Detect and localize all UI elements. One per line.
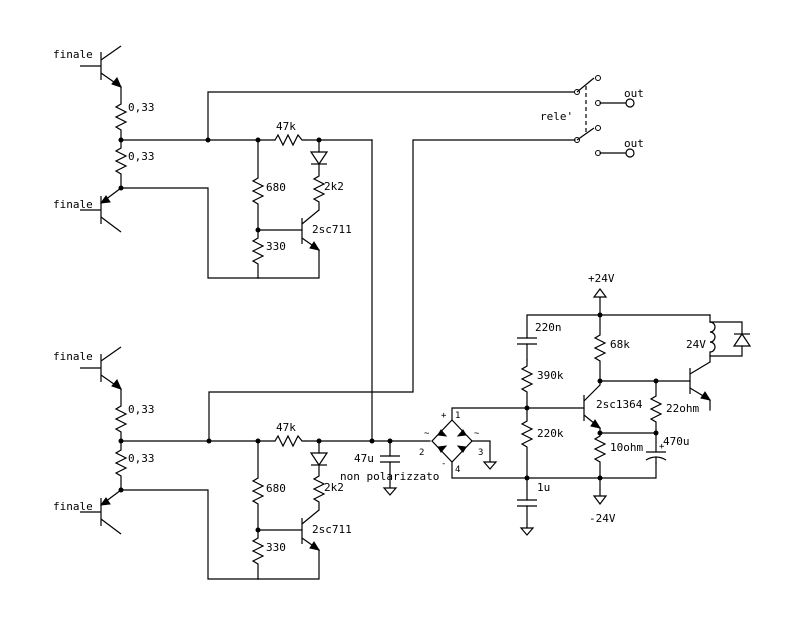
resistor-2k2-bottom [312, 464, 326, 511]
relay-label: rele' [540, 110, 573, 123]
svg-text:3: 3 [478, 448, 483, 458]
svg-text:+: + [659, 442, 665, 452]
non-polarizzato-label: non polarizzato [340, 470, 439, 483]
r-033-label-1: 0,33 [128, 101, 155, 114]
svg-text:~: ~ [474, 429, 480, 439]
r-390k-label: 390k [537, 369, 564, 382]
vminus-label: -24V [589, 512, 616, 525]
vplus-label: +24V [588, 272, 615, 285]
resistor-680-top [251, 139, 265, 231]
transistor-2sc711-top [257, 209, 321, 279]
resistor-68k [593, 314, 607, 382]
finale-transistor-1 [80, 45, 122, 88]
relay-24v-label: 24V [686, 338, 706, 351]
finale-transistor-3 [80, 346, 122, 390]
r-033-label-3: 0,33 [128, 403, 155, 416]
junction [118, 137, 124, 143]
r-330-label-top: 330 [266, 240, 286, 253]
relay-coil [709, 314, 716, 363]
c-220n-label: 220n [535, 321, 562, 334]
svg-text:4: 4 [455, 465, 460, 475]
out-terminal-2 [625, 148, 635, 158]
bottom-channel: finale 0,33 0,33 finale 47k 680 330 [53, 346, 439, 580]
r-10ohm-label: 10ohm [610, 441, 643, 454]
resistor-033-1 [114, 86, 128, 141]
transistor-2sc711-bottom [257, 509, 321, 580]
r-47k-label-bottom: 47k [276, 421, 296, 434]
resistor-2k2-top [312, 163, 326, 211]
resistor-390k [520, 359, 534, 409]
bridge-rectifier: + 1 ~ ~ 2 3 - 4 [419, 407, 528, 479]
svg-text:1: 1 [455, 411, 460, 421]
out-label-2: out [624, 137, 644, 150]
relay-contacts: out rele' out [208, 75, 644, 442]
resistor-680-bottom [251, 440, 265, 531]
capacitor-470u [645, 432, 667, 464]
relay-feed-wire-1 [207, 91, 578, 141]
relay-feed-wire-2 [208, 139, 576, 442]
finale-label-3: finale [53, 350, 93, 363]
flyback-diode [709, 321, 752, 357]
r-330-label-bottom: 330 [266, 541, 286, 554]
transistor-relay-driver [689, 361, 712, 411]
svg-text:+: + [441, 411, 447, 421]
resistor-220k [520, 407, 534, 479]
svg-text:2: 2 [419, 448, 424, 458]
capacitor-47u [380, 440, 400, 496]
r-680-label-top: 680 [266, 181, 286, 194]
finale-label-4: finale [53, 500, 93, 513]
r-680-label-bottom: 680 [266, 482, 286, 495]
resistor-033-4 [114, 440, 128, 491]
finale-transistor-2 [80, 187, 122, 233]
out-terminal-1 [625, 98, 635, 108]
sense-wire-top [120, 187, 259, 279]
r-47k-label-top: 47k [276, 120, 296, 133]
driver-stage: +24V 220n 390k 220k 1u -24V 68k [517, 272, 752, 536]
out-label-1: out [624, 87, 644, 100]
c-47u-label: 47u [354, 452, 374, 465]
finale-label-1: finale [53, 48, 93, 61]
c-1u-label: 1u [537, 481, 550, 494]
diode-top [309, 151, 329, 166]
svg-text:-: - [441, 459, 446, 469]
r-033-label-4: 0,33 [128, 452, 155, 465]
ground-symbol [482, 461, 498, 470]
q-2sc711-label-top: 2sc711 [312, 223, 352, 236]
svg-text:~: ~ [424, 429, 430, 439]
q-2sc711-label-bottom: 2sc711 [312, 523, 352, 536]
r-033-label-2: 0,33 [128, 150, 155, 163]
r-22ohm-label: 22ohm [666, 402, 699, 415]
resistor-10ohm [593, 427, 607, 479]
finale-transistor-4 [80, 489, 122, 535]
q-2sc1364-label: 2sc1364 [596, 398, 643, 411]
transistor-2sc1364 [526, 380, 602, 429]
r-2k2-label-top: 2k2 [324, 180, 344, 193]
resistor-330-top [251, 229, 265, 279]
r-68k-label: 68k [610, 338, 630, 351]
junction [118, 185, 124, 191]
r-220k-label: 220k [537, 427, 564, 440]
resistor-033-2 [114, 139, 128, 189]
top-channel: finale 0,33 0,33 finale [53, 45, 578, 442]
c-470u-label: 470u [663, 435, 690, 448]
sense-wire-bottom [120, 489, 259, 580]
resistor-22ohm [649, 380, 663, 434]
resistor-330-bottom [251, 529, 265, 580]
diode-bottom [309, 452, 329, 467]
r-2k2-label-bottom: 2k2 [324, 481, 344, 494]
finale-label-2: finale [53, 198, 93, 211]
resistor-033-3 [114, 388, 128, 442]
